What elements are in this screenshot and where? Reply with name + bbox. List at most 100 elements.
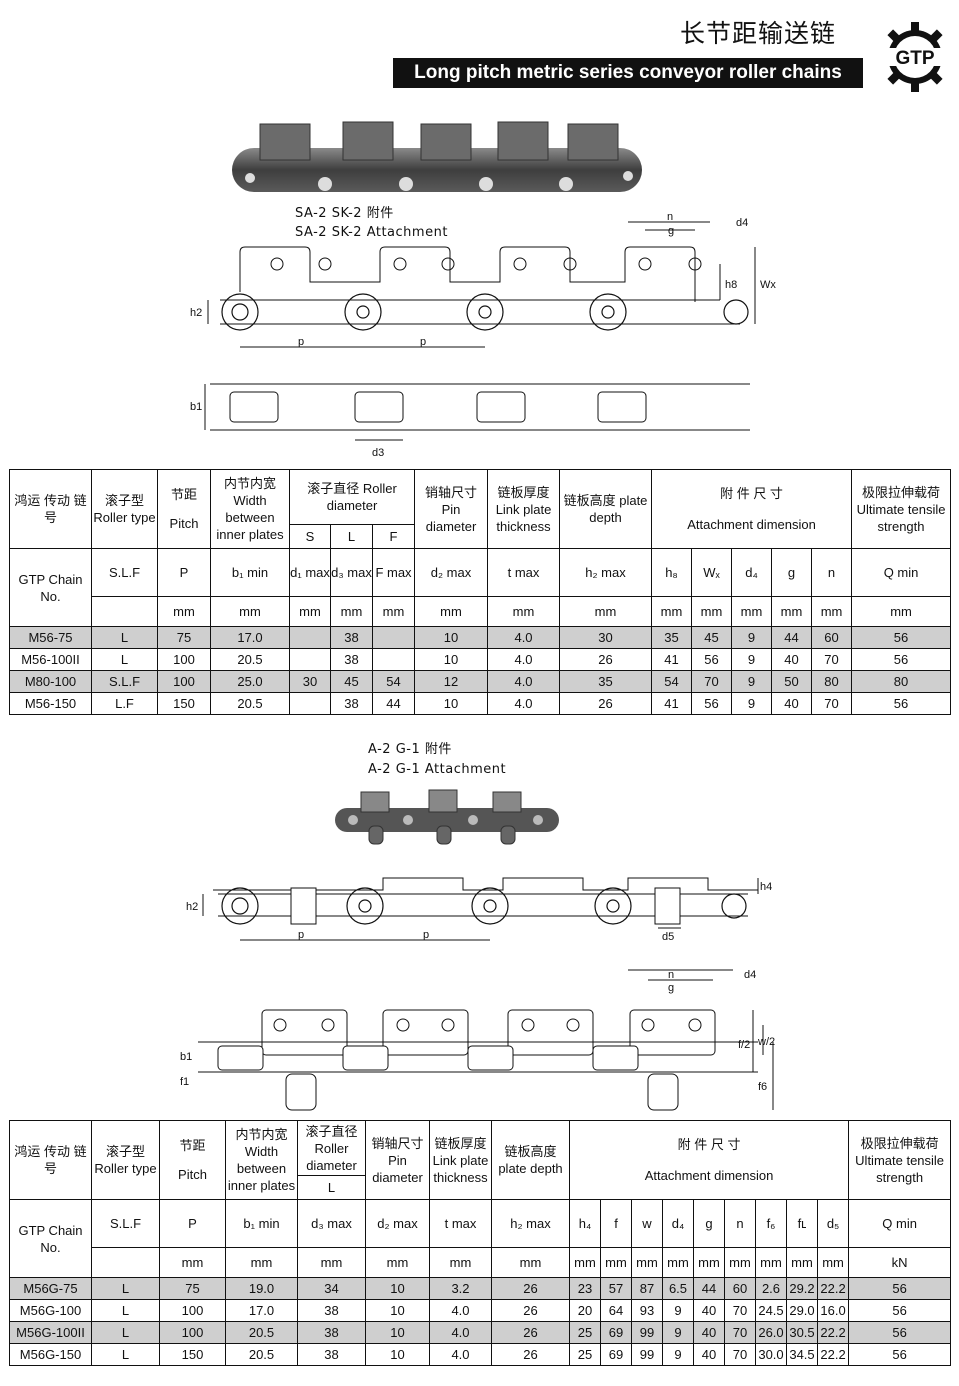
table-cell: 19.0 <box>225 1277 298 1300</box>
table-cell: 54 <box>651 670 693 693</box>
table-cell: S.L.F <box>91 670 158 693</box>
svg-text:h4: h4 <box>760 881 772 893</box>
table-cell: 60 <box>724 1277 756 1300</box>
table-cell: 4.0 <box>429 1299 492 1322</box>
table-cell: 44 <box>693 1277 725 1300</box>
table-cell: 34.5 <box>786 1343 818 1366</box>
table-cell: 80 <box>851 670 952 693</box>
table-cell: 100 <box>157 648 211 671</box>
section2-caption-cn: A-2 G-1 附件 <box>368 742 452 757</box>
table-cell: 57 <box>600 1277 632 1300</box>
col2-roller-diameter: 滚子直径 Roller diameter <box>297 1120 366 1176</box>
svg-text:g: g <box>668 982 674 994</box>
svg-text:p: p <box>420 336 426 348</box>
table-cell: M56-150 <box>9 692 92 715</box>
table-cell: 20.5 <box>210 692 290 715</box>
table-cell: 44 <box>771 626 813 649</box>
a2-chain-photo <box>335 789 559 845</box>
table-cell: 38 <box>297 1299 366 1322</box>
table-cell: 56 <box>691 648 733 671</box>
table-cell: 69 <box>600 1343 632 1366</box>
table-cell: 4.0 <box>429 1321 492 1344</box>
table-cell: 38 <box>330 626 373 649</box>
table-cell: 20.5 <box>210 648 290 671</box>
table-cell: 4.0 <box>487 648 561 671</box>
table-cell: 150 <box>159 1343 226 1366</box>
table-cell: 9 <box>662 1299 694 1322</box>
table-cell: 56 <box>851 692 952 715</box>
table-cell: 4.0 <box>487 670 561 693</box>
table-cell: 30.0 <box>755 1343 787 1366</box>
table-cell: 38 <box>330 692 373 715</box>
svg-text:d4: d4 <box>744 969 756 981</box>
svg-text:f6: f6 <box>758 1081 767 1093</box>
table-cell: 40 <box>693 1321 725 1344</box>
table-cell: 70 <box>724 1321 756 1344</box>
table-cell: 64 <box>600 1299 632 1322</box>
table-cell: 20 <box>569 1299 601 1322</box>
table-cell: 69 <box>600 1321 632 1344</box>
table-cell: 29.2 <box>786 1277 818 1300</box>
svg-text:b1: b1 <box>190 401 202 413</box>
table-cell: 24.5 <box>755 1299 787 1322</box>
table-cell: 26 <box>559 692 653 715</box>
table-cell: 35 <box>651 626 693 649</box>
col-link: 链板厚度 Link plate thickness <box>487 469 561 549</box>
table-cell <box>371 626 416 649</box>
table-cell: 40 <box>771 692 813 715</box>
table-cell: 40 <box>771 648 813 671</box>
table-cell: 35 <box>559 670 653 693</box>
table-cell: 56 <box>848 1321 952 1344</box>
svg-text:p: p <box>423 929 429 941</box>
col-pin: 销轴尺寸 Pin diameter <box>414 469 489 549</box>
table-cell: 9 <box>662 1321 694 1344</box>
table-cell: 25 <box>569 1321 601 1344</box>
svg-text:h2: h2 <box>190 307 202 319</box>
table-cell: 4.0 <box>487 626 561 649</box>
table-cell: 56 <box>691 692 733 715</box>
table-cell: 99 <box>631 1343 663 1366</box>
a2-technical-drawing: h2 h4 p p d5 n g d4 b1 f1 f/2 w/2 f6 <box>180 877 775 1111</box>
table-cell: 22.2 <box>816 1321 850 1344</box>
svg-text:n: n <box>667 212 673 223</box>
section2-caption-en: A-2 G-1 Attachment <box>368 762 507 777</box>
logo-text: GTP <box>895 48 934 69</box>
table-cell: 56 <box>851 626 952 649</box>
table-cell: 100 <box>159 1299 226 1322</box>
col-chain-cn: 鸿运 传动 链号 <box>9 469 92 549</box>
table-cell: 40 <box>693 1299 725 1322</box>
table-cell <box>289 626 331 649</box>
table-cell: 25.0 <box>210 670 290 693</box>
svg-text:d4: d4 <box>736 217 748 229</box>
table-cell: 20.5 <box>225 1343 298 1366</box>
svg-text:p: p <box>298 929 304 941</box>
table-cell: 38 <box>297 1321 366 1344</box>
table-cell: 22.2 <box>816 1277 850 1300</box>
table-cell: 30 <box>289 670 331 693</box>
table-cell: 45 <box>330 670 373 693</box>
table-cell: 20.5 <box>225 1321 298 1344</box>
table-cell: 30 <box>559 626 653 649</box>
table-cell: 26 <box>491 1343 570 1366</box>
table-cell: 45 <box>691 626 733 649</box>
table-cell: M56G-100 <box>9 1299 92 1322</box>
col2-plate: 链板高度 plate depth <box>491 1120 570 1200</box>
table-cell: 41 <box>651 692 693 715</box>
table-cell: M56-75 <box>9 626 92 649</box>
col2-link: 链板厚度 Link plate thickness <box>429 1120 492 1200</box>
table-cell: 38 <box>330 648 373 671</box>
table-cell <box>289 648 331 671</box>
table-cell: 9 <box>731 626 773 649</box>
table-cell: 23 <box>569 1277 601 1300</box>
table-cell: 10 <box>365 1299 430 1322</box>
table-cell: L <box>91 1299 160 1322</box>
table-cell: 2.6 <box>755 1277 787 1300</box>
table-cell: L.F <box>91 692 158 715</box>
table-cell: 16.0 <box>816 1299 850 1322</box>
